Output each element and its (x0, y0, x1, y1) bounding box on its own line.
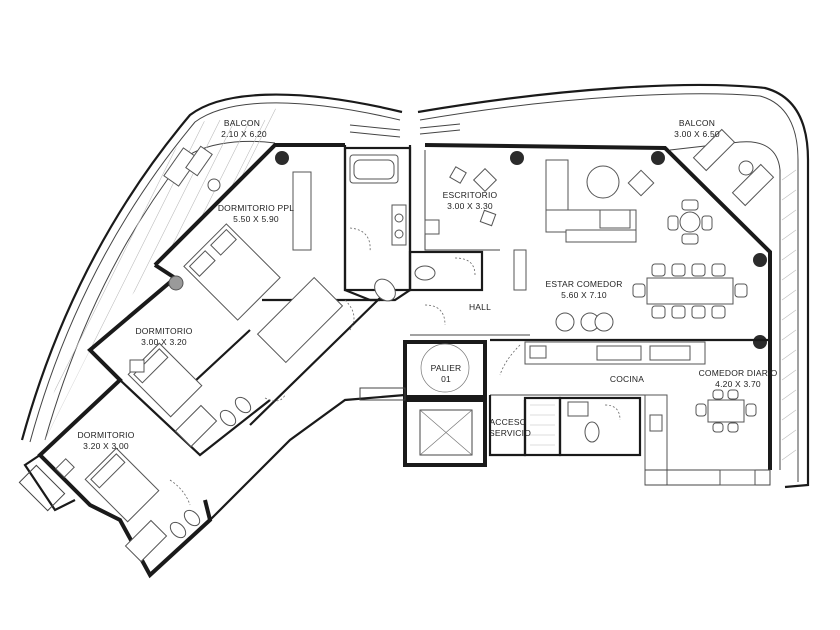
label-balcon-right-name: BALCON (679, 118, 715, 128)
column-1 (275, 151, 289, 165)
label-acceso-servicio-line2: SERVICIO (489, 428, 531, 438)
label-comedor-diario-size: 4.20 X 3.70 (715, 379, 761, 389)
label-escritorio-name: ESCRITORIO (443, 190, 498, 200)
service-area (488, 395, 642, 457)
bedroom-2-furniture (127, 342, 286, 448)
columns (168, 151, 767, 349)
label-palier-number: 01 (441, 374, 451, 384)
label-dormitorio-3-size: 3.20 X 3.00 (83, 441, 129, 451)
label-dormitorio-ppl-size: 5.50 X 5.90 (233, 214, 279, 224)
label-palier-name: PALIER (431, 363, 462, 373)
label-comedor-diario-name: COMEDOR DIARIO (699, 368, 778, 378)
column-4 (753, 253, 767, 267)
balcony-right-hatch (781, 169, 797, 461)
exterior-walls (23, 143, 772, 579)
label-dormitorio-2-size: 3.00 X 3.20 (141, 337, 187, 347)
label-estar-comedor-name: ESTAR COMEDOR (545, 279, 622, 289)
label-dormitorio-3-name: DORMITORIO (77, 430, 134, 440)
balcony-right-chairs (692, 128, 775, 207)
hall-area (408, 249, 530, 336)
kitchen (490, 338, 771, 486)
balcony-left-chairs (163, 145, 221, 192)
label-balcon-left-name: BALCON (224, 118, 260, 128)
label-balcon-left-size: 2.10 X 6.20 (221, 129, 267, 139)
column-6 (168, 275, 184, 291)
label-cocina-name: COCINA (610, 374, 644, 384)
label-escritorio-size: 3.00 X 3.30 (447, 201, 493, 211)
master-bedroom-furniture (183, 171, 355, 364)
escritorio-furniture (424, 150, 500, 251)
master-bathroom (343, 146, 412, 302)
label-dormitorio-2-name: DORMITORIO (135, 326, 192, 336)
column-3 (651, 151, 665, 165)
column-5 (753, 335, 767, 349)
bathroom-3 (124, 509, 201, 563)
column-2 (510, 151, 524, 165)
palier-elevator (359, 340, 487, 467)
living-furniture (545, 159, 713, 245)
label-estar-comedor-size: 5.60 X 7.10 (561, 290, 607, 300)
bedroom-3-furniture (18, 447, 201, 563)
bathroom-2 (174, 394, 286, 448)
dining-table (632, 263, 748, 319)
comedor-diario-table (695, 389, 757, 433)
room-labels: BALCON 2.10 X 6.20 BALCON 3.00 X 6.50 DO… (77, 118, 777, 451)
label-hall-name: HALL (469, 302, 491, 312)
balcony-left (20, 93, 403, 443)
label-acceso-servicio-line1: ACCESO (489, 417, 526, 427)
balcony-right (417, 83, 810, 489)
armchairs (555, 312, 614, 332)
label-dormitorio-ppl-name: DORMITORIO PPL (218, 203, 294, 213)
label-balcon-right-size: 3.00 X 6.50 (674, 129, 720, 139)
